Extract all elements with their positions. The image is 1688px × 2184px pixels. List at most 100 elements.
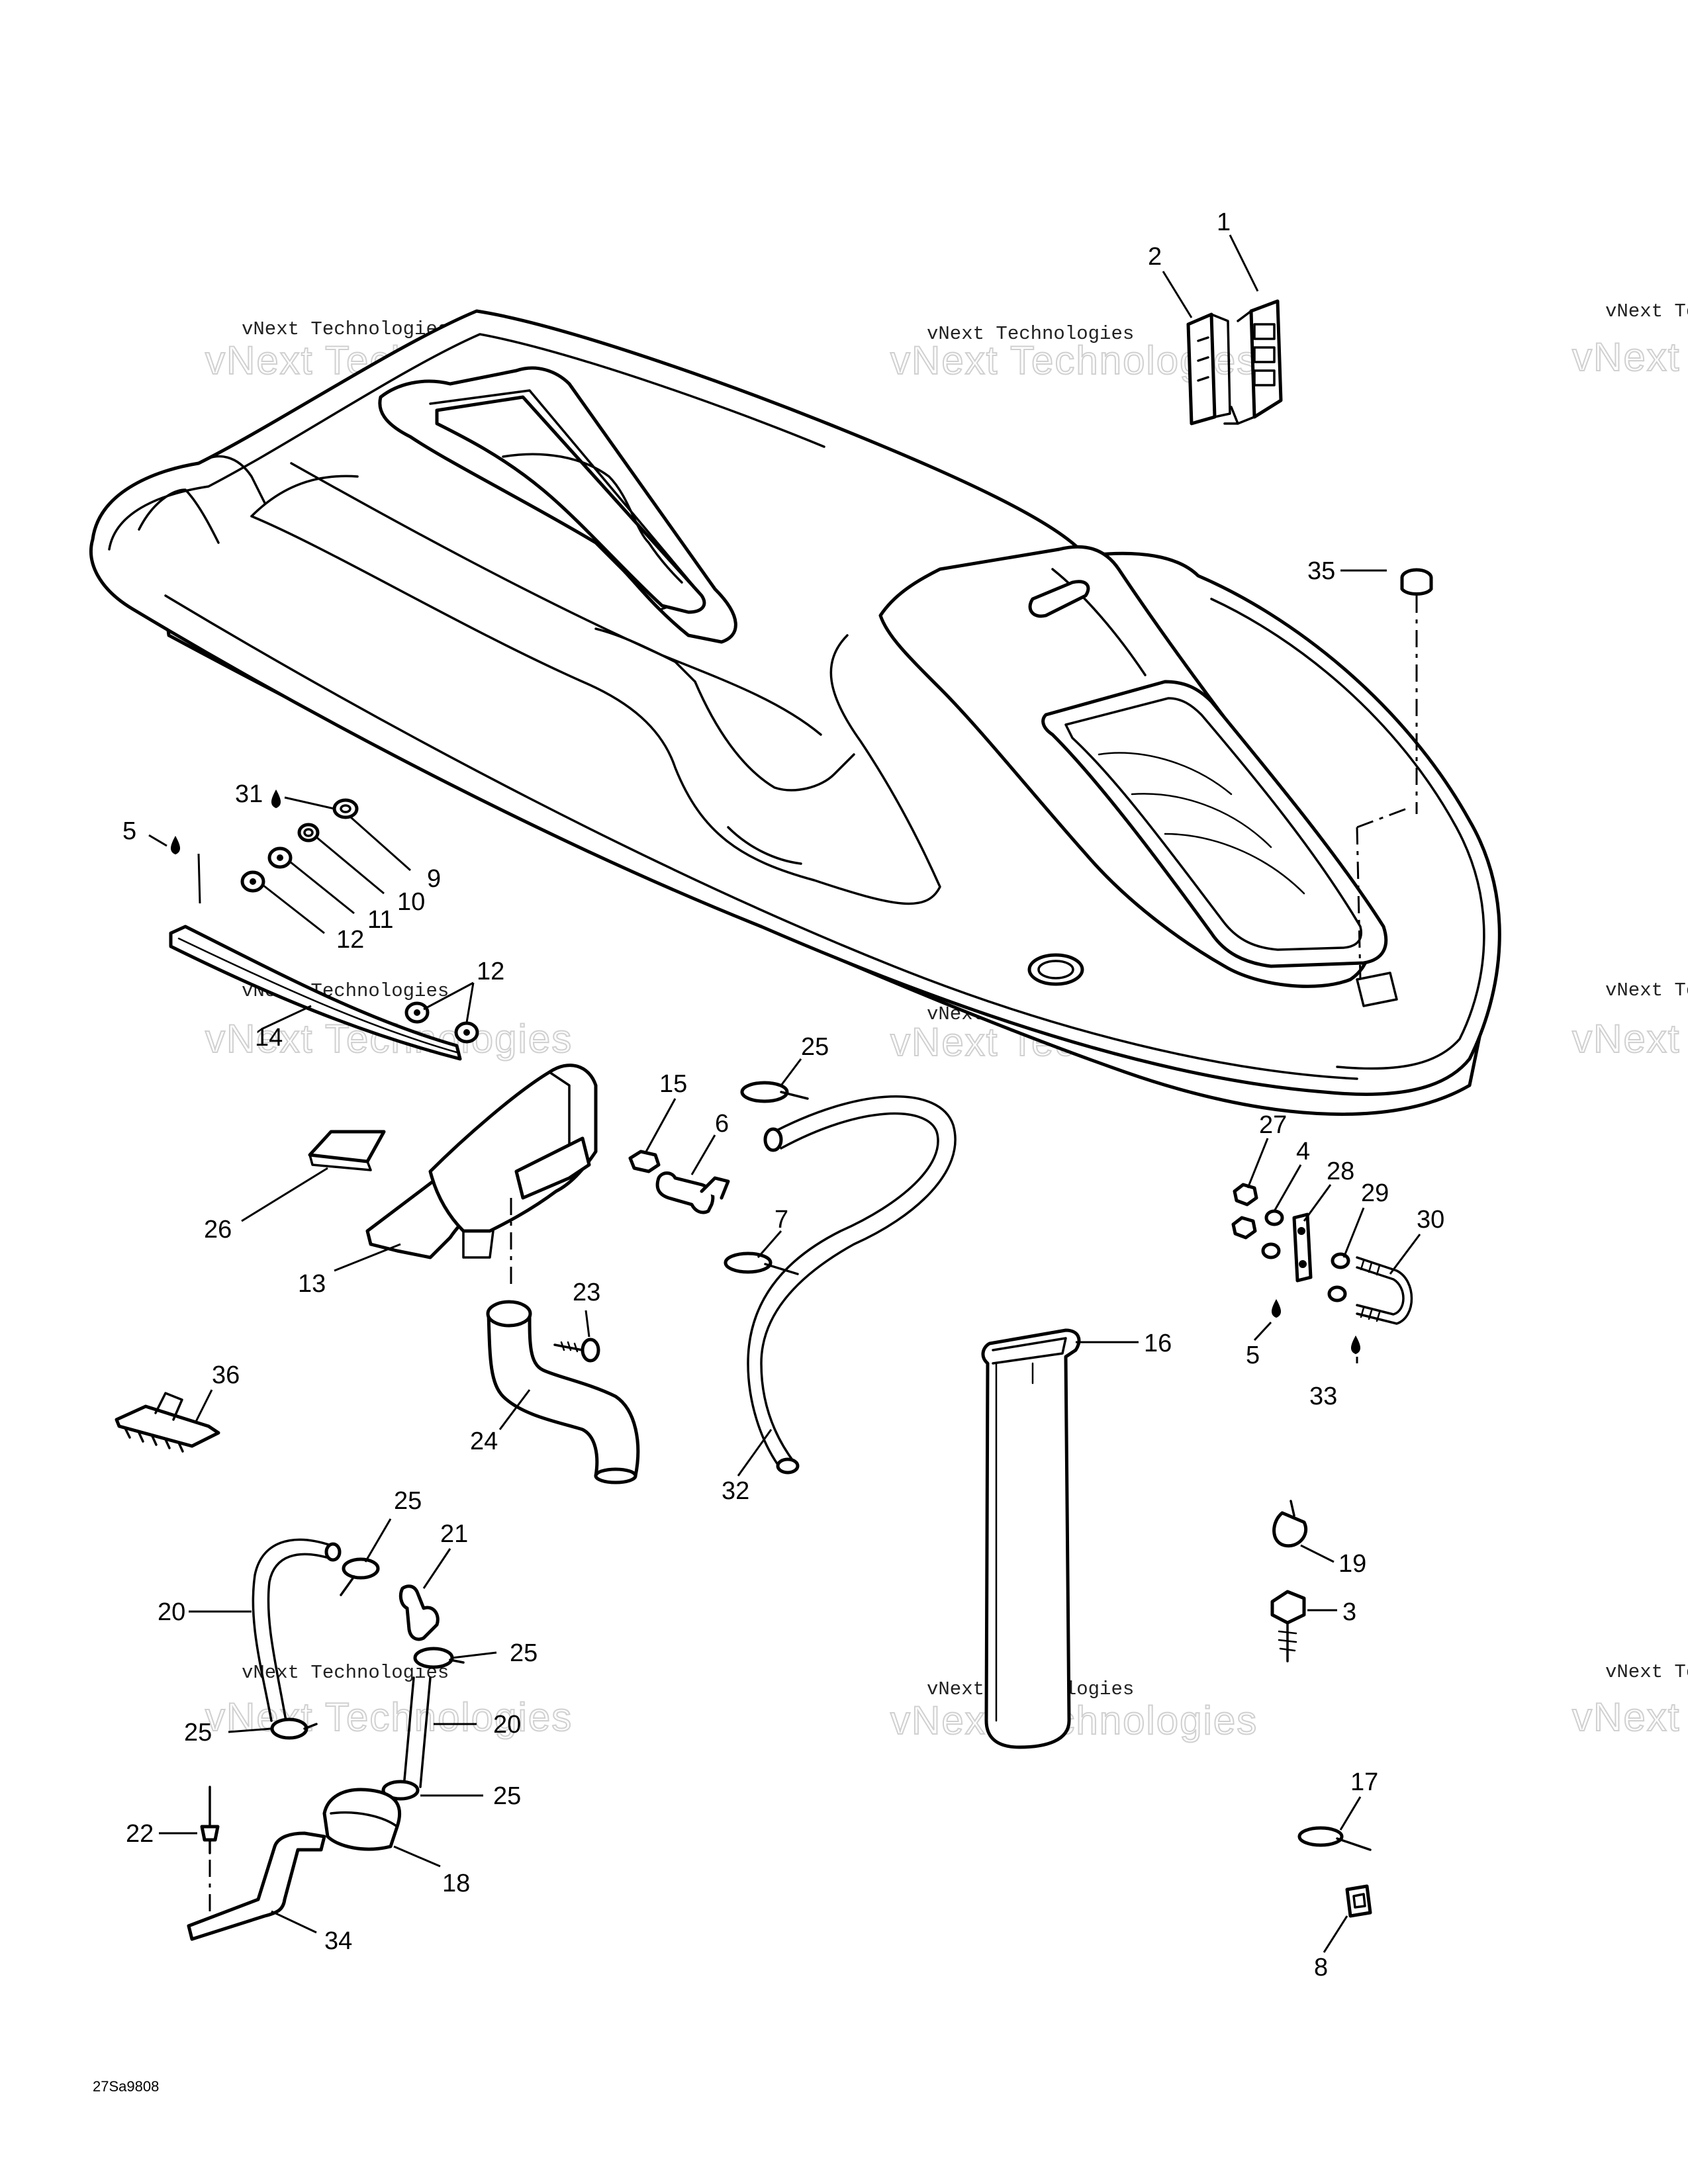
part-12-washer-b	[404, 1001, 479, 1044]
drop-icon	[1351, 1335, 1360, 1355]
part-2-fuse-holder	[1186, 312, 1231, 426]
callout-16: 16	[1144, 1330, 1172, 1357]
part-7-clamp	[724, 1251, 799, 1275]
callout-labels: 1 2 35 5 31 9 10 11 12 12 14 25 15 6 7 2…	[122, 208, 1444, 1981]
callout-4: 4	[1296, 1138, 1310, 1165]
part-28-bracket-plate	[1292, 1212, 1313, 1283]
callout-28: 28	[1327, 1158, 1354, 1185]
part-13-air-intake-duct	[365, 1064, 598, 1259]
part-20-hose-lower	[402, 1676, 432, 1788]
part-25-clamp-hose-left	[270, 1717, 318, 1740]
callout-12: 12	[477, 958, 504, 985]
callout-19: 19	[1338, 1550, 1366, 1578]
callout-25: 25	[184, 1719, 212, 1747]
callout-5: 5	[122, 817, 136, 845]
callout-33: 33	[1309, 1383, 1337, 1410]
part-8-clip	[1345, 1884, 1372, 1918]
callout-18: 18	[442, 1870, 470, 1897]
callout-25: 25	[394, 1487, 422, 1515]
part-11-washer	[267, 846, 293, 869]
callout-32: 32	[722, 1477, 749, 1505]
part-4-washer	[1261, 1209, 1284, 1259]
callout-31: 31	[235, 780, 263, 808]
part-30-u-bolt	[1356, 1256, 1413, 1325]
callout-25: 25	[510, 1639, 538, 1667]
callout-27: 27	[1259, 1111, 1287, 1139]
part-25-clamp-hose-upper	[340, 1557, 380, 1596]
callout-23: 23	[573, 1279, 600, 1306]
callout-20: 20	[158, 1598, 185, 1626]
callout-11: 11	[367, 906, 393, 934]
callout-13: 13	[298, 1270, 326, 1298]
drop-icon	[1272, 1298, 1281, 1318]
part-18-bumper-pad	[322, 1788, 402, 1851]
callout-30: 30	[1417, 1206, 1444, 1234]
assembly-line	[197, 853, 201, 904]
watermark-small: vNext Technologies	[1605, 979, 1688, 1001]
callout-5: 5	[1246, 1342, 1260, 1369]
part-26-foam-pad	[308, 1130, 386, 1171]
part-9-nut	[332, 798, 359, 819]
callout-25: 25	[801, 1033, 829, 1061]
drawing-number: 27Sa9808	[93, 2078, 159, 2095]
callout-9: 9	[427, 865, 441, 893]
part-15-nut	[628, 1150, 661, 1173]
callout-8: 8	[1314, 1954, 1328, 1981]
callout-10: 10	[397, 888, 425, 916]
part-34-strap	[187, 1831, 326, 1941]
callout-21: 21	[440, 1520, 468, 1548]
part-17-tie-clamp	[1297, 1826, 1372, 1851]
part-27-nut	[1231, 1183, 1258, 1240]
watermark-large: vNext Technologies	[205, 1695, 573, 1739]
part-25-clamp-top	[740, 1081, 809, 1103]
part-36-cable-clamp	[115, 1392, 220, 1453]
callout-12: 12	[336, 926, 364, 954]
watermark-small: vNext Technologies	[927, 323, 1134, 345]
part-29-washer	[1327, 1252, 1350, 1302]
part-6-elbow-fitting	[655, 1171, 730, 1214]
part-21-elbow-fitting	[399, 1584, 440, 1641]
callout-22: 22	[126, 1820, 154, 1848]
leader-lines	[148, 234, 1421, 1953]
callout-7: 7	[774, 1206, 788, 1234]
callout-1: 1	[1217, 208, 1231, 236]
part-12-washer-a	[240, 870, 265, 893]
callout-24: 24	[470, 1428, 498, 1455]
watermark-small: vNext Technologies	[1605, 300, 1688, 322]
part-14-trim-strip	[169, 925, 462, 1061]
drop-icon	[171, 835, 180, 855]
part-32-vent-hose	[747, 1095, 957, 1475]
callout-6: 6	[715, 1110, 729, 1138]
watermark-layer: vNext Technologies vNext Technologies vN…	[205, 300, 1688, 1743]
part-20-hose-upper	[252, 1538, 342, 1722]
watermark-large: vNext Technologies	[890, 1698, 1258, 1743]
part-35-grommet	[1400, 568, 1433, 596]
callout-20: 20	[493, 1711, 521, 1739]
callout-25: 25	[493, 1782, 521, 1810]
watermark-large: vNext Techno	[1572, 1695, 1688, 1739]
fuel-cap	[1027, 953, 1084, 986]
part-22-rivet	[200, 1786, 220, 1854]
part-1-fuse-block	[1223, 299, 1283, 425]
callout-17: 17	[1350, 1768, 1378, 1796]
hull-body	[89, 309, 1501, 1116]
callout-15: 15	[659, 1070, 687, 1098]
part-23-screw	[553, 1338, 600, 1363]
watermark-small: vNext Technologies	[1605, 1661, 1688, 1683]
callout-36: 36	[212, 1361, 240, 1389]
part-19-tie-clamp	[1272, 1500, 1308, 1548]
callout-34: 34	[324, 1927, 352, 1955]
part-3-screw	[1270, 1590, 1306, 1662]
watermark-large: vNext Techno	[1572, 335, 1688, 379]
callout-35: 35	[1307, 557, 1335, 585]
callout-14: 14	[255, 1024, 283, 1052]
callout-26: 26	[204, 1216, 232, 1244]
watermark-small: vNext Technologies	[242, 1662, 449, 1684]
sealant-drop-icons	[171, 789, 1360, 1355]
watermark-small: vNext Technologies	[242, 318, 449, 340]
drop-icon	[271, 789, 281, 809]
callout-29: 29	[1361, 1179, 1389, 1207]
part-10-lock-washer	[297, 823, 320, 842]
watermark-large: vNext Techno	[1572, 1017, 1688, 1061]
